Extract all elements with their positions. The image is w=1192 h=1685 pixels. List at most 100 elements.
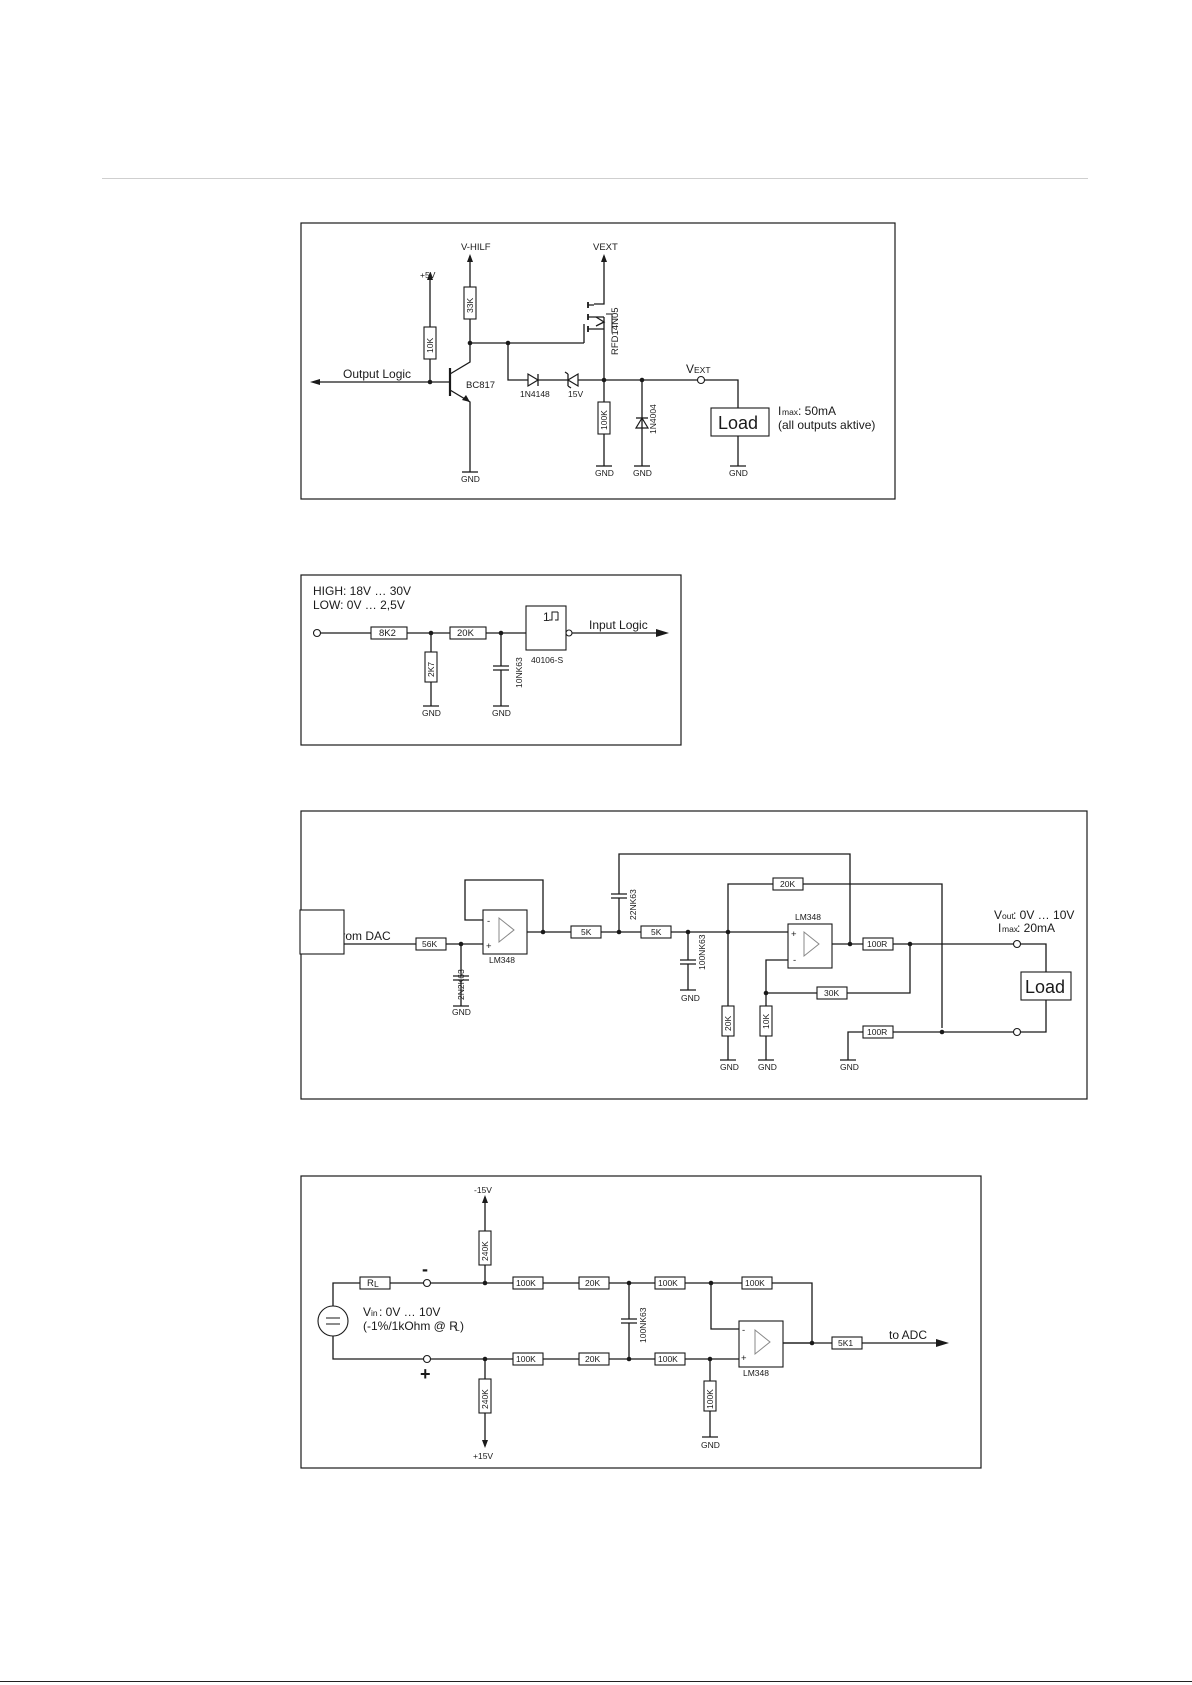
resistor-rl xyxy=(359,1276,391,1290)
schematic-mark xyxy=(565,629,573,637)
gnd-label: GND xyxy=(681,993,700,1003)
gnd-label: GND xyxy=(492,708,511,718)
schematic-mark xyxy=(720,932,736,1061)
opamp-1 xyxy=(299,909,345,955)
schematic-mark xyxy=(493,633,509,707)
schematic-mark xyxy=(326,1317,340,1325)
resistor-100k-label: 100K xyxy=(599,410,609,430)
vout-terminal-top xyxy=(1012,939,1022,949)
schematic-mark xyxy=(449,343,471,375)
resistor-20k-2-label: 20K xyxy=(585,1354,600,1364)
vin-value-label: : 0V … 10V xyxy=(379,1305,440,1319)
gnd-label: GND xyxy=(720,1062,739,1072)
to-adc-label: to ADC xyxy=(889,1328,927,1342)
mosfet-label: RFD14N05 xyxy=(610,307,621,355)
schematic-mark xyxy=(840,1031,1014,1061)
gnd-label: GND xyxy=(758,1062,777,1072)
resistor-10k-label: 10K xyxy=(761,1014,771,1029)
vout-sub-label: out xyxy=(1002,911,1014,921)
output-logic-label: Output Logic xyxy=(343,367,411,381)
gnd-label: GND xyxy=(633,468,652,478)
gnd-label: GND xyxy=(729,468,748,478)
opamp1-label: LM348 xyxy=(489,955,515,965)
opamp-label: LM348 xyxy=(743,1368,769,1378)
resistor-100k-6 xyxy=(703,1380,717,1412)
resistor-240k-top-label: 240K xyxy=(480,1241,490,1261)
plus-sign-label: + xyxy=(420,1364,431,1384)
zener-label: 15V xyxy=(568,389,583,399)
output-arrow-icon xyxy=(656,629,669,637)
gnd-label: GND xyxy=(840,1062,859,1072)
resistor-10k-label: 10K xyxy=(425,338,435,353)
adc-output-arrow-icon xyxy=(936,1339,949,1347)
schematic-mark xyxy=(564,371,572,389)
plus15v-label: +15V xyxy=(473,1451,493,1461)
header-rule xyxy=(102,178,1088,179)
opamp2-plus-label: + xyxy=(791,929,797,940)
transistor-label: BC817 xyxy=(466,380,495,391)
vout-value-label: : 0V … 10V xyxy=(1013,908,1074,922)
schematic-mark xyxy=(680,932,696,991)
resistor-20k-1 xyxy=(578,1276,610,1290)
resistor-10k xyxy=(759,1005,773,1037)
resistor-2k7-label: 2K7 xyxy=(426,662,436,677)
resistor-5k1 xyxy=(831,1336,863,1350)
minus-sign-label: - xyxy=(422,1259,428,1279)
schematic-mark xyxy=(621,1283,637,1359)
imax-value-label: : 50mA xyxy=(798,404,836,418)
high-level-label: HIGH: 18V … 30V xyxy=(313,584,411,598)
resistor-20k-1-label: 20K xyxy=(585,1278,600,1288)
schematic-mark xyxy=(482,1280,488,1286)
plus5v-label: +5V xyxy=(420,270,436,280)
resistor-240k-bot xyxy=(478,1378,492,1414)
dac-circuit-frame xyxy=(300,810,1088,1100)
schematic-mark xyxy=(507,343,528,381)
resistor-100k-4 xyxy=(512,1352,544,1366)
opamp-minus-label: - xyxy=(742,1325,745,1336)
vin-note-end-label: ) xyxy=(460,1319,464,1333)
diode-1n4148-icon xyxy=(527,372,540,388)
vin-note-sub-label: L xyxy=(455,1323,460,1333)
schematic-mark xyxy=(727,883,943,1028)
vext-terminal xyxy=(696,375,706,385)
diode-1n4004-icon xyxy=(634,416,650,429)
resistor-100k-1 xyxy=(512,1276,544,1290)
vext-top-label: VEXT xyxy=(593,242,618,253)
opamp2-label: LM348 xyxy=(795,912,821,922)
imax-note-label: (all outputs aktive) xyxy=(778,418,875,432)
gnd-label: GND xyxy=(452,1007,471,1017)
schematic-mark xyxy=(939,1029,945,1035)
schematic-mark xyxy=(766,944,911,994)
resistor-100k-3-label: 100K xyxy=(745,1278,765,1288)
load-label: Load xyxy=(1025,977,1065,997)
schmitt-trigger-ic xyxy=(525,605,567,651)
opamp-2 xyxy=(787,923,833,969)
resistor-100k-5 xyxy=(654,1352,686,1366)
opamp2-minus-label: - xyxy=(793,955,796,966)
output-circuit-diagram: Output Logic +5V 10K BC817 V-HILF 33K 1N… xyxy=(300,222,896,500)
transistor-emitter-arrow-icon xyxy=(462,395,470,402)
resistor-100r-b xyxy=(862,1025,894,1039)
schematic-mark xyxy=(594,256,605,305)
resistor-30k-label: 30K xyxy=(824,988,839,998)
schematic-mark xyxy=(730,436,746,467)
resistor-5k-b-label: 5K xyxy=(651,927,662,937)
resistor-8k2 xyxy=(370,626,408,640)
schematic-mark xyxy=(754,1328,771,1356)
diode-1n4148-label: 1N4148 xyxy=(520,389,550,399)
adc-circuit-frame xyxy=(300,1175,982,1469)
vin-sub-label: in xyxy=(371,1308,378,1318)
schematic-mark xyxy=(595,316,606,327)
input-logic-label: Input Logic xyxy=(589,618,648,632)
vin-note-label: (-1%/1kOhm @ R xyxy=(363,1319,458,1333)
minus15v-label: -15V xyxy=(474,1185,492,1195)
resistor-10k xyxy=(423,326,437,360)
schematic-mark xyxy=(464,879,544,933)
vext-main-label: V xyxy=(686,362,694,376)
gnd-label: GND xyxy=(461,474,480,484)
schematic-mark xyxy=(332,1282,424,1360)
voltage-source-icon xyxy=(317,1305,349,1337)
schematic-mark xyxy=(803,930,820,958)
schematic-mark xyxy=(847,941,853,947)
gnd-label: GND xyxy=(595,468,614,478)
